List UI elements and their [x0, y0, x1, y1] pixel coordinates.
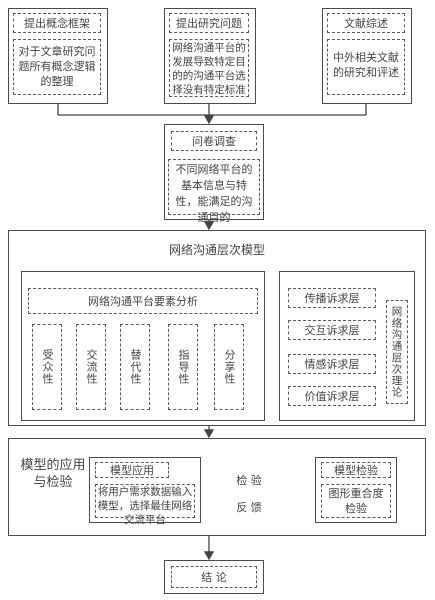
literature-review-body: 中外相关文献的研究和评述: [327, 39, 405, 95]
layer-value: 价值诉求层: [288, 386, 376, 406]
factor-sharing: 分享性: [214, 324, 244, 410]
concept-framework-title: 提出概念框架: [13, 13, 101, 33]
layer-dissemination: 传播诉求层: [288, 288, 376, 308]
layer-interaction: 交互诉求层: [288, 320, 376, 340]
layer-emotion: 情感诉求层: [288, 354, 376, 374]
survey-body: 不同网络平台的基本信息与特性，能满足的沟通目的: [168, 159, 260, 224]
model-verification-title: 模型检验: [321, 462, 391, 478]
factor-audience: 受众性: [32, 324, 62, 410]
research-question-box: 提出研究问题 网络沟通平台的发展导致特定目的的沟通平台选择没有特定标准: [164, 8, 256, 104]
conclusion-label: 结 论: [171, 566, 257, 588]
literature-review-title: 文献综述: [327, 13, 405, 33]
model-verification-body: 图形重合度检验: [321, 484, 391, 518]
survey-title: 问卷调查: [171, 131, 257, 151]
concept-framework-box: 提出概念框架 对于文章研究问题所有概念逻辑的整理: [8, 8, 108, 104]
factor-guidance: 指导性: [168, 324, 198, 410]
model-application-body: 将用户需求数据输入模型，选择最佳网络交流平台: [95, 484, 195, 526]
model-application-title: 模型应用: [95, 462, 169, 478]
analysis-title: 网络沟通平台要素分析: [28, 288, 258, 314]
literature-review-box: 文献综述 中外相关文献的研究和评述: [322, 8, 412, 104]
arrow-label-verify: 检 验: [236, 474, 262, 487]
model-title: 网络沟通层次模型: [168, 242, 265, 257]
factor-substitution: 替代性: [120, 324, 150, 410]
factor-communication: 交流性: [76, 324, 106, 410]
research-question-title: 提出研究问题: [169, 13, 249, 33]
model-verification-box: 模型检验 图形重合度检验: [315, 457, 397, 523]
communication-model-box: 网络沟通层次模型 网络沟通平台要素分析 受众性 交流性 替代性 指导性 分享性 …: [8, 230, 426, 426]
research-question-body: 网络沟通平台的发展导致特定目的的沟通平台选择没有特定标准: [169, 39, 249, 97]
layers-panel: 传播诉求层 交互诉求层 情感诉求层 价值诉求层 网络沟通层次理论: [279, 271, 415, 421]
application-section: 模型的应用与检验 模型应用 将用户需求数据输入模型，选择最佳网络交流平台 检 验…: [8, 438, 426, 536]
analysis-panel: 网络沟通平台要素分析 受众性 交流性 替代性 指导性 分享性: [21, 271, 265, 421]
survey-box: 问卷调查 不同网络平台的基本信息与特性，能满足的沟通目的: [164, 124, 264, 224]
conclusion-box: 结 论: [164, 560, 264, 594]
layer-theory: 网络沟通层次理论: [386, 300, 408, 404]
model-application-box: 模型应用 将用户需求数据输入模型，选择最佳网络交流平台: [89, 457, 201, 526]
concept-framework-body: 对于文章研究问题所有概念逻辑的整理: [13, 39, 101, 95]
arrow-label-feedback: 反 馈: [236, 501, 262, 514]
application-section-label: 模型的应用与检验: [20, 458, 86, 490]
